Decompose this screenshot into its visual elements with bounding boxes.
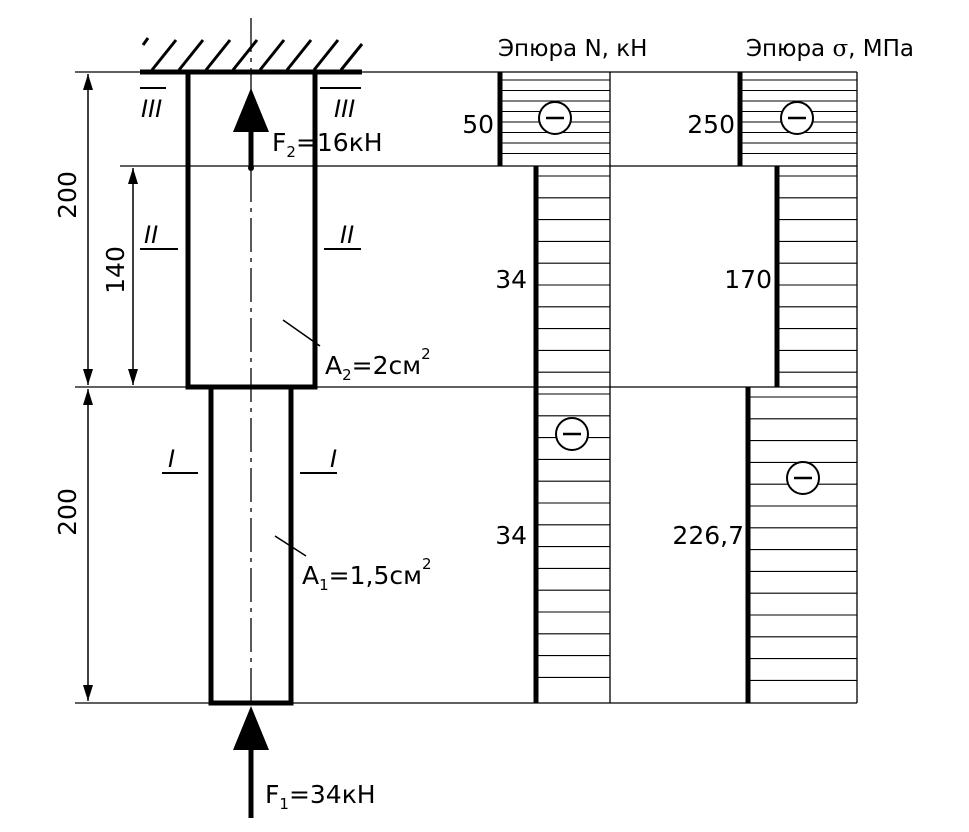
n-value-low: 34 <box>495 521 527 550</box>
area-a1-label: A1=1,5см2 <box>302 555 432 594</box>
area-a2-label: A2=2см2 <box>325 345 431 384</box>
n-diagram-outline <box>497 72 539 703</box>
n-sign-low <box>555 417 589 451</box>
section-2-label-right: II <box>340 221 354 249</box>
section-1-label-left: I <box>168 445 175 473</box>
sigma-value-low: 226,7 <box>672 521 744 550</box>
section-3-label-right: III <box>334 95 355 123</box>
dim-upper-label: 200 <box>53 171 82 219</box>
force-f2-label: F2=16кН <box>272 128 383 161</box>
sigma-value-top: 250 <box>687 110 735 139</box>
dimensions <box>83 74 138 701</box>
dim-inner-label: 140 <box>101 246 130 294</box>
section-markers <box>140 87 361 474</box>
n-diagram-title: Эпюра N, кН <box>498 36 647 62</box>
sigma-sign-top <box>780 101 814 135</box>
force-f2-arrow <box>233 88 269 171</box>
section-3-label-left: III <box>141 95 162 123</box>
sigma-sign-low <box>786 461 820 495</box>
force-f1-label: F1=34кН <box>265 780 376 813</box>
sigma-diagram-outline <box>737 72 780 703</box>
n-value-mid: 34 <box>495 265 527 294</box>
n-diagram-hatching <box>500 79 610 678</box>
support-hatching <box>141 37 364 71</box>
section-2-label-left: II <box>144 221 158 249</box>
n-sign-top <box>538 101 572 135</box>
section-1-label-right: I <box>330 445 337 473</box>
sigma-value-mid: 170 <box>724 265 772 294</box>
sigma-diagram-title: Эпюра σ, МПа <box>746 36 914 62</box>
n-value-top: 50 <box>462 110 494 139</box>
sigma-diagram-hatching <box>740 79 857 681</box>
dim-lower-label: 200 <box>53 488 82 536</box>
force-f1-arrow <box>233 706 269 818</box>
area-a2-leader <box>282 319 321 347</box>
area-a1-leader <box>274 535 307 557</box>
